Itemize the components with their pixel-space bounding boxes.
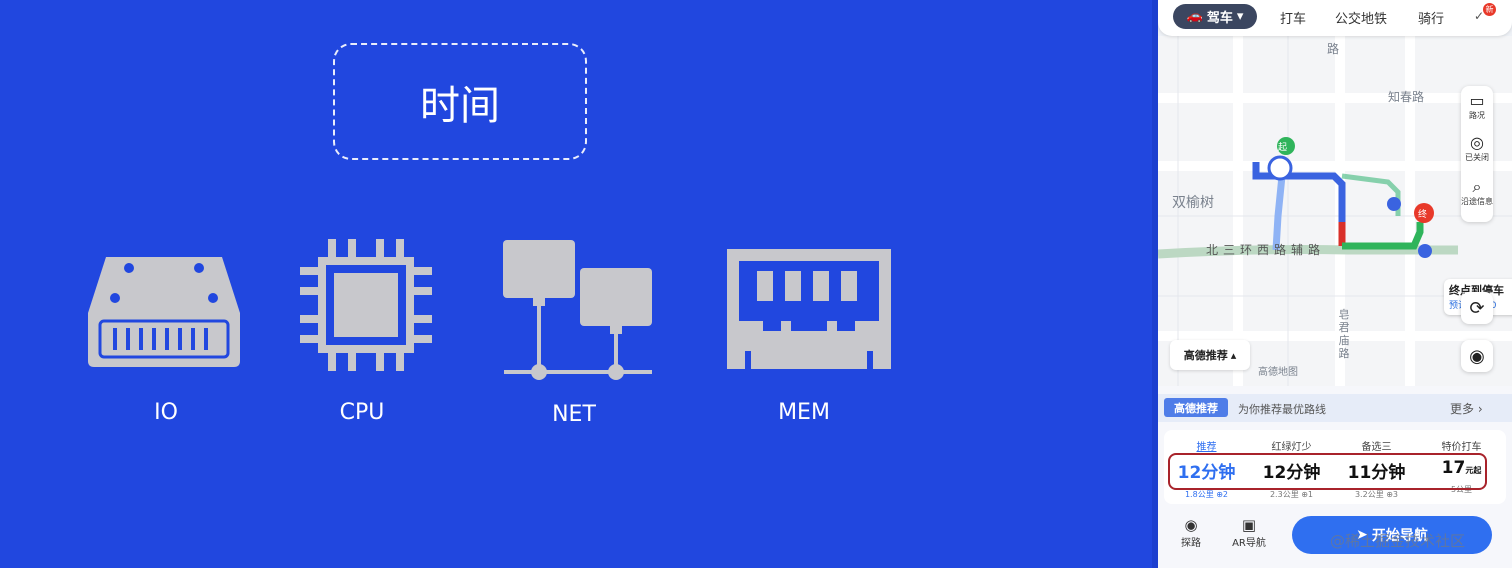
restrict-icon: ◎ — [1470, 133, 1484, 152]
disk-icon — [86, 253, 242, 369]
network-icon — [500, 238, 656, 380]
route-option-1[interactable]: 推荐 12分钟 1.8公里 ⊕2 — [1177, 442, 1236, 499]
along-route-tool[interactable]: ⌕ 沿途信息 — [1461, 177, 1493, 207]
street-label-shuangyushu: 双榆树 — [1172, 195, 1214, 211]
memory-module-icon — [725, 247, 893, 371]
map-view[interactable]: 知春路 双榆树 北三环西路辅路 皂君庙路 路 高德地图 起 终 ▭ 路况 ◎ 已… — [1158, 36, 1512, 386]
chevron-down-icon: ▾ — [1236, 9, 1244, 24]
route-panel: 高德推荐 为你推荐最优路线 更多 › 推荐 12分钟 1.8公里 ⊕2 红绿灯少… — [1158, 386, 1512, 568]
street-label-road: 路 — [1327, 42, 1340, 56]
route-option-2[interactable]: 红绿灯少 12分钟 2.3公里 ⊕1 — [1262, 442, 1321, 499]
nav-app-screen: 知春路 双榆树 北三环西路辅路 皂君庙路 路 高德地图 起 终 ▭ 路况 ◎ 已… — [1152, 0, 1512, 568]
street-label-zhichun: 知春路 — [1388, 90, 1425, 104]
slide-canvas: 时间 IO — [86, 43, 893, 427]
traffic-icon: ▭ — [1469, 91, 1485, 110]
mem-label: MEM — [778, 400, 830, 425]
locate-button[interactable]: ◉ — [1461, 340, 1493, 372]
map-toolbar: ▭ 路况 ◎ 已关闭 ⌕ 沿途信息 — [1461, 86, 1493, 222]
refresh-route-button[interactable]: ⟳ — [1461, 292, 1493, 324]
time-label: 时间 — [420, 82, 500, 129]
more-modes-icon[interactable]: ✓ — [1474, 9, 1485, 23]
recommend-row[interactable]: 高德推荐 为你推荐最优路线 更多 › — [1158, 394, 1512, 422]
car-icon: 🚗 — [1186, 9, 1203, 24]
end-marker[interactable]: 终 — [1418, 210, 1428, 220]
restrict-tool[interactable]: ◎ 已关闭 — [1461, 134, 1493, 163]
explore-route-button[interactable]: ◉ 探路 — [1166, 516, 1216, 549]
traffic-tool[interactable]: ▭ 路况 — [1461, 92, 1493, 121]
watermark: @稀土掘金技术社区 — [1330, 532, 1466, 550]
ar-nav-button[interactable]: ▣ AR导航 — [1224, 516, 1274, 549]
tab-transit[interactable]: 公交地铁 — [1335, 12, 1388, 27]
street-label-zaojunmiao: 皂君庙路 — [1338, 308, 1350, 360]
io-label: IO — [154, 400, 178, 425]
cpu-label: CPU — [339, 400, 385, 425]
refresh-icon: ⟳ — [1469, 297, 1485, 319]
more-link[interactable]: 更多 › — [1450, 402, 1483, 416]
street-label-sanhuan: 北三环西路辅路 — [1206, 243, 1326, 257]
phone-edge — [1152, 0, 1158, 568]
route-option-3[interactable]: 备选三 11分钟 3.2公里 ⊕3 — [1347, 442, 1406, 499]
tab-taxi[interactable]: 打车 — [1280, 12, 1307, 27]
start-marker[interactable]: 起 — [1278, 143, 1288, 153]
ar-icon: ▣ — [1241, 516, 1257, 534]
search-icon: ⌕ — [1472, 177, 1482, 196]
highlight-box — [1168, 453, 1487, 490]
caret-up-icon: ▴ — [1230, 348, 1237, 362]
top-bar: 🚗 驾车 ▾ 打车 公交地铁 骑行 ✓ 新 — [1158, 0, 1512, 36]
recommend-description: 为你推荐最优路线 — [1238, 403, 1326, 416]
cpu-chip-icon — [298, 237, 434, 373]
navigation-icon: ➤ — [1356, 527, 1368, 543]
locate-icon: ◉ — [1469, 345, 1485, 367]
map-brand-label: 高德地图 — [1258, 367, 1298, 378]
net-label: NET — [552, 402, 596, 427]
recommend-tag: 高德推荐 — [1164, 398, 1228, 417]
radar-icon: ◉ — [1184, 516, 1198, 534]
mode-drive-button[interactable]: 🚗 驾车 ▾ — [1173, 4, 1257, 29]
tab-cycling[interactable]: 骑行 — [1418, 12, 1445, 27]
new-badge: 新 — [1483, 3, 1496, 16]
recommend-chip[interactable]: 高德推荐 ▴ — [1170, 340, 1250, 370]
time-box: 时间 — [333, 43, 587, 160]
route-options: 推荐 12分钟 1.8公里 ⊕2 红绿灯少 12分钟 2.3公里 ⊕1 备选三 … — [1164, 430, 1506, 504]
start-navigation-button[interactable]: ➤ 开始导航 — [1292, 516, 1492, 554]
